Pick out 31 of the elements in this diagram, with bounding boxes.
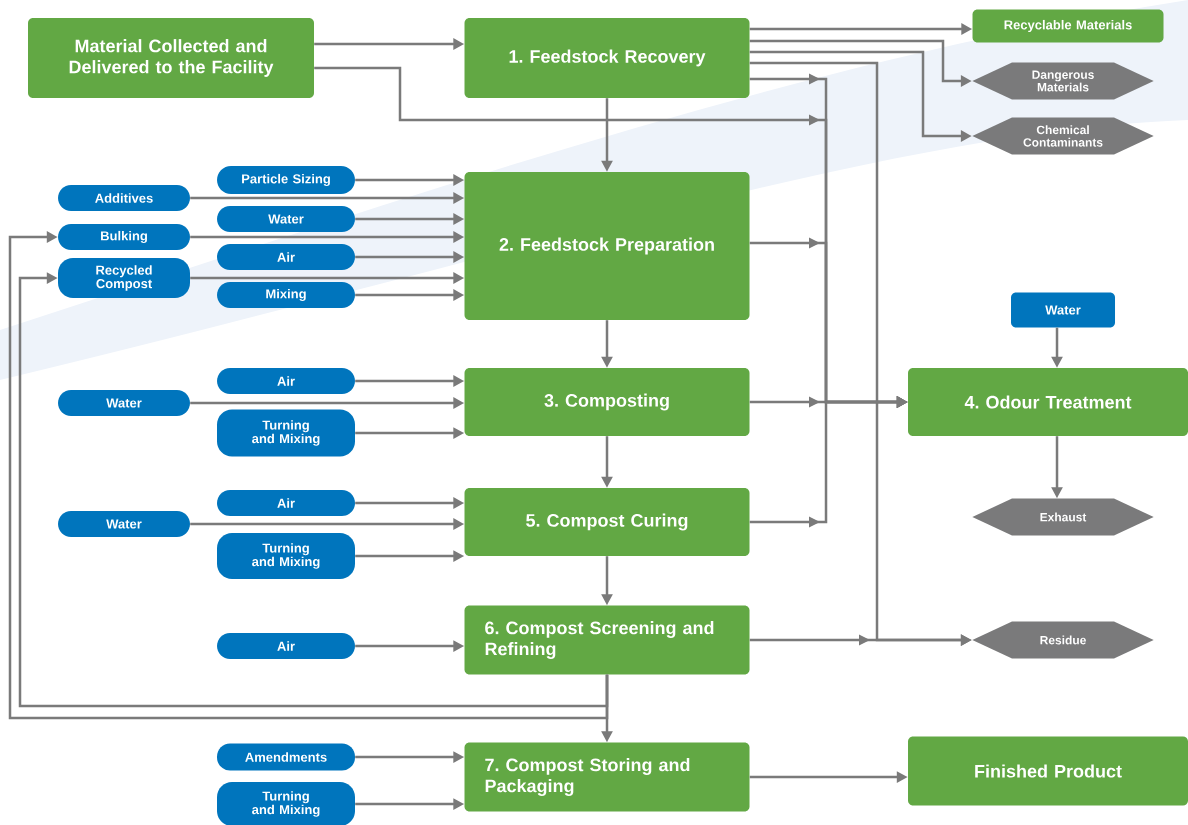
process-box: 1. Feedstock Recovery: [464, 18, 750, 98]
input-pill: Water: [217, 206, 355, 232]
output-box: Recyclable Materials: [972, 9, 1164, 43]
process-box: Material Collected and Delivered to the Facility: [28, 18, 314, 98]
input-pill: Air: [217, 368, 355, 394]
input-pill: Air: [217, 633, 355, 659]
process-box: 3. Composting: [464, 368, 750, 436]
process-box: 2. Feedstock Preparation: [464, 172, 750, 320]
input-pill: Particle Sizing: [217, 166, 355, 194]
input-pill: Air: [217, 490, 355, 516]
input-box: Water: [1011, 292, 1115, 328]
input-pill: Air: [217, 244, 355, 270]
process-box: 7. Compost Storing and Packaging: [464, 742, 750, 812]
output-hexagon: Exhaust: [972, 498, 1154, 536]
output-hexagon: Residue: [972, 621, 1154, 659]
input-pill: Water: [58, 511, 190, 537]
input-pill: Turning and Mixing: [217, 533, 355, 579]
input-pill: Recycled Compost: [58, 258, 190, 298]
input-pill: Amendments: [217, 743, 355, 771]
process-box: Finished Product: [908, 736, 1188, 806]
input-pill: Mixing: [217, 282, 355, 308]
input-pill: Water: [58, 390, 190, 416]
input-pill: Additives: [58, 185, 190, 211]
input-pill: Turning and Mixing: [217, 409, 355, 457]
process-box: 6. Compost Screening and Refining: [464, 605, 750, 675]
process-box: 4. Odour Treatment: [908, 368, 1188, 436]
output-hexagon: Chemical Contaminants: [972, 117, 1154, 155]
input-pill: Bulking: [58, 224, 190, 250]
process-box: 5. Compost Curing: [464, 488, 750, 556]
input-pill: Turning and Mixing: [217, 782, 355, 825]
output-hexagon: Dangerous Materials: [972, 62, 1154, 100]
